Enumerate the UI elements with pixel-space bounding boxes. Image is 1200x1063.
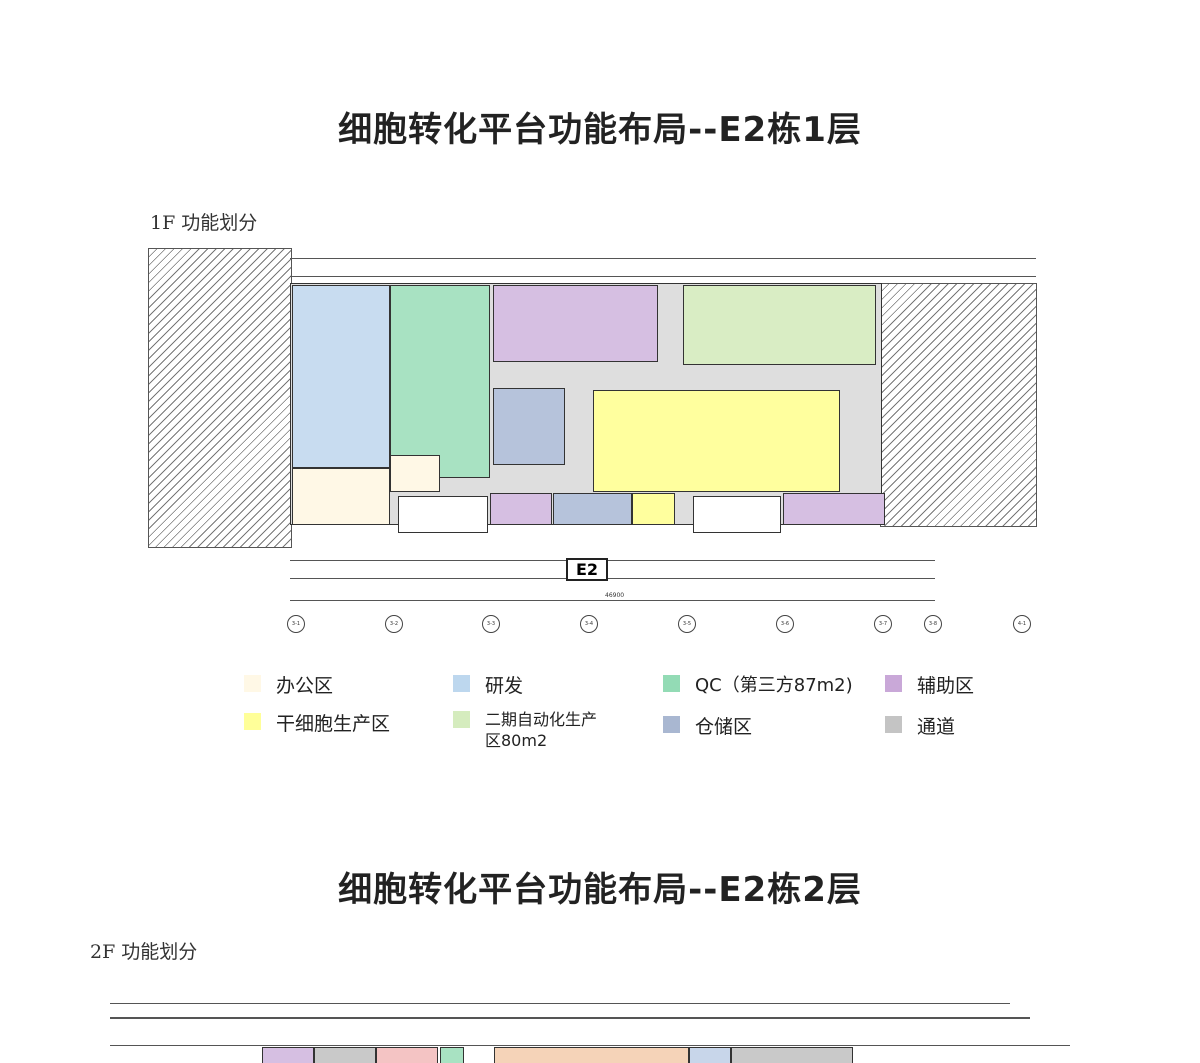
legend-label: 办公区 xyxy=(276,675,334,697)
legend-item: 研发 xyxy=(453,671,523,698)
hatched-area-right xyxy=(880,283,1037,527)
axis-label: 3-6 xyxy=(776,615,794,633)
zone-corridor xyxy=(314,1047,376,1063)
legend-item: QC（第三方87m2) xyxy=(663,671,853,697)
wall-line xyxy=(110,1045,1070,1046)
legend-swatch xyxy=(244,675,261,692)
dimension-line xyxy=(290,560,935,561)
legend-item: 通道 xyxy=(885,712,955,739)
zone-auxiliary xyxy=(262,1047,314,1063)
entrance-right xyxy=(693,496,781,533)
section1-subtitle: 1F 功能划分 xyxy=(150,212,258,234)
zone-corridor-2 xyxy=(731,1047,853,1063)
zone-qc xyxy=(440,1047,464,1063)
legend-swatch xyxy=(663,675,680,692)
axis-label: 3-3 xyxy=(482,615,500,633)
legend-swatch xyxy=(453,675,470,692)
legend-swatch xyxy=(453,711,470,728)
entrance-left xyxy=(398,496,488,533)
axis-label: 3-1 xyxy=(287,615,305,633)
dimension-line xyxy=(290,276,1036,277)
building-label: E2 xyxy=(566,558,609,581)
legend-swatch xyxy=(244,713,261,730)
hatched-area-left xyxy=(148,248,292,548)
wall-line xyxy=(110,1017,1030,1019)
zone-office-2 xyxy=(390,455,440,492)
legend-item: 办公区 xyxy=(244,671,333,698)
section1-title: 细胞转化平台功能布局--E2栋1层 xyxy=(338,110,862,150)
dimension-line xyxy=(290,578,935,579)
legend-label: 通道 xyxy=(917,716,956,738)
legend-label: 辅助区 xyxy=(917,675,975,697)
axis-label: 3-4 xyxy=(580,615,598,633)
legend-item: 仓储区 xyxy=(663,712,752,739)
axis-label: 3-7 xyxy=(874,615,892,633)
axis-label: 3-5 xyxy=(678,615,696,633)
axis-label: 4-1 xyxy=(1013,615,1031,633)
zone-production-bottom xyxy=(632,493,675,525)
axis-label: 3-8 xyxy=(924,615,942,633)
axis-label: 3-2 xyxy=(385,615,403,633)
legend-label: 仓储区 xyxy=(695,716,753,738)
zone-office xyxy=(292,468,390,525)
legend-item: 二期自动化生产区80m2 xyxy=(453,709,603,751)
legend-item: 干细胞生产区 xyxy=(244,709,390,736)
dimension-line xyxy=(290,600,935,601)
total-dimension: 46900 xyxy=(605,592,625,599)
legend-swatch xyxy=(885,675,902,692)
zone-stem-cell-production xyxy=(593,390,840,492)
zone-auxiliary-top xyxy=(493,285,658,362)
legend-swatch xyxy=(663,716,680,733)
zone-orange xyxy=(494,1047,689,1063)
legend-label: QC（第三方87m2) xyxy=(695,675,853,696)
zone-storage-bottom xyxy=(553,493,632,525)
legend-label: 干细胞生产区 xyxy=(276,713,391,735)
legend-swatch xyxy=(885,716,902,733)
legend-item: 辅助区 xyxy=(885,671,974,698)
dimension-line xyxy=(110,1003,1010,1004)
zone-auxiliary-bottom xyxy=(490,493,552,525)
section2-subtitle: 2F 功能划分 xyxy=(90,941,198,963)
dimension-line xyxy=(290,258,1036,259)
zone-rnd xyxy=(689,1047,731,1063)
zone-rnd xyxy=(292,285,390,468)
zone-phase2-automation xyxy=(683,285,876,365)
zone-storage xyxy=(493,388,565,465)
zone-qc xyxy=(390,285,490,478)
zone-red xyxy=(376,1047,438,1063)
legend-label: 研发 xyxy=(485,675,524,697)
zone-auxiliary-bottom-right xyxy=(783,493,885,525)
legend-label: 二期自动化生产区80m2 xyxy=(485,710,598,750)
section2-title: 细胞转化平台功能布局--E2栋2层 xyxy=(338,870,862,910)
